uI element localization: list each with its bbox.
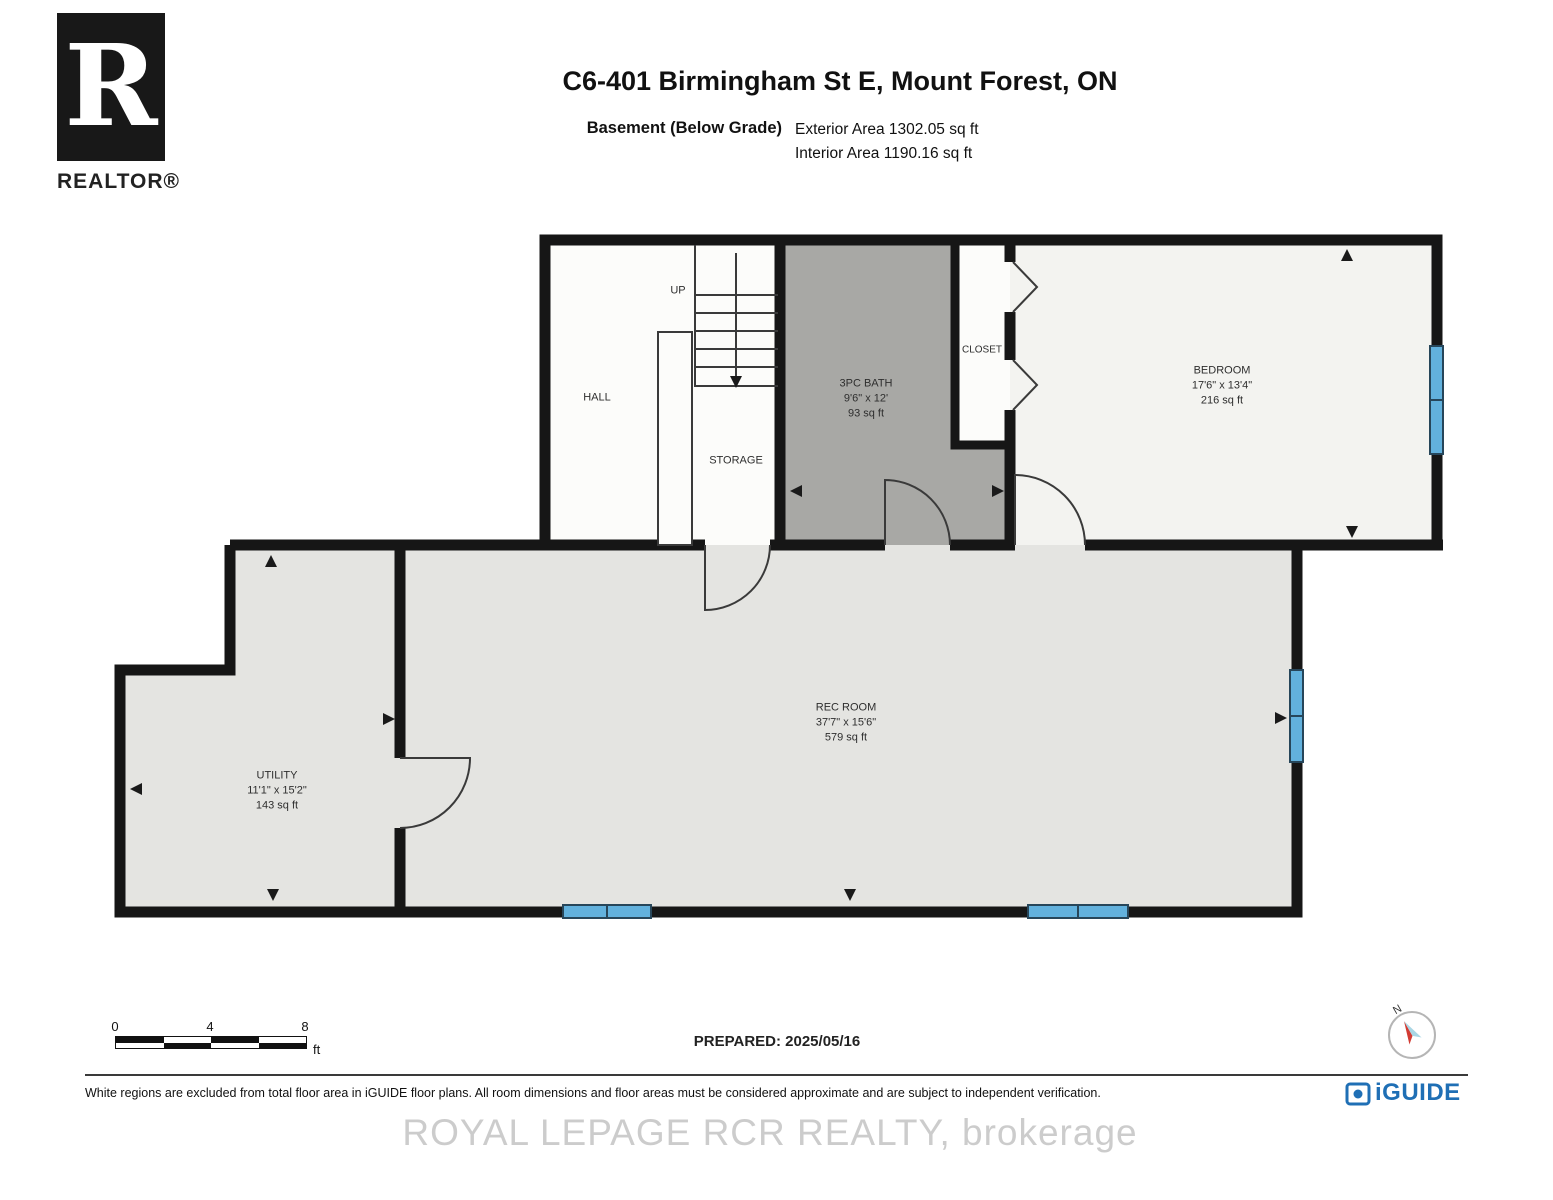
room-label-bedroom: BEDROOM 17'6" x 13'4" 216 sq ft	[1191, 364, 1253, 407]
arrow-icon	[1346, 526, 1358, 538]
realtor-wordmark: REALTOR®	[57, 170, 181, 193]
room-label-rec-room: REC ROOM 37'7" x 15'6" 579 sq ft	[815, 701, 877, 744]
brokerage-watermark: ROYAL LEPAGE RCR REALTY, brokerage	[402, 1112, 1138, 1153]
closet-bifold-doors	[1012, 261, 1039, 411]
wall-arrows	[130, 249, 1358, 901]
arrow-icon	[267, 889, 279, 901]
arrow-icon	[790, 485, 802, 497]
arrow-icon	[265, 555, 277, 567]
interior-area: Interior Area 1190.16 sq ft	[795, 145, 973, 162]
room-label-storage: STORAGE	[709, 454, 763, 467]
realtor-letter: R	[64, 21, 158, 152]
room-label-stairs-up: UP	[670, 284, 686, 297]
rec-room-fill	[400, 545, 1297, 912]
utility-fill	[120, 545, 400, 912]
room-label-closet: CLOSET	[961, 344, 1003, 356]
windows	[562, 345, 1444, 919]
room-label-utility: UTILITY 11'1" x 15'2" 143 sq ft	[247, 769, 307, 812]
arrow-icon	[992, 485, 1004, 497]
area-summary: Exterior Area 1302.05 sq ft Interior Are…	[795, 118, 979, 166]
realtor-logo: R REALTOR®	[57, 13, 180, 194]
scale-tick-0: 0	[111, 1019, 119, 1034]
arrow-icon	[1341, 249, 1353, 261]
utility-door-swing	[399, 757, 472, 829]
arrow-icon	[130, 783, 142, 795]
prepared-date: PREPARED: 2025/05/16	[693, 1033, 861, 1050]
stair-half-wall	[657, 331, 693, 546]
footer-divider	[85, 1074, 1468, 1076]
arrow-icon	[1275, 712, 1287, 724]
realtor-r-mark: R	[57, 13, 165, 161]
hall-door-swing	[704, 544, 771, 612]
scale-tick-4: 4	[206, 1019, 214, 1034]
bedroom-door-swing	[1014, 473, 1086, 546]
iguide-camera-icon	[1345, 1082, 1371, 1106]
room-label-hall: HALL	[583, 391, 611, 404]
page-title: C6-401 Birmingham St E, Mount Forest, ON	[562, 66, 1118, 96]
floor-label: Basement (Below Grade)	[586, 119, 782, 137]
compass-needle-icon	[1404, 1021, 1413, 1045]
stair-direction-arrow-icon	[730, 376, 742, 388]
exterior-area: Exterior Area 1302.05 sq ft	[795, 121, 979, 138]
arrow-icon	[383, 713, 395, 725]
closet-fill	[955, 240, 1010, 445]
stairwell-border	[694, 245, 778, 387]
disclaimer-text: White regions are excluded from total fl…	[85, 1086, 1101, 1100]
outer-wall-lower	[114, 545, 1303, 918]
scale-unit-label: ft	[313, 1042, 321, 1057]
compass: N	[1388, 1003, 1436, 1059]
bedroom-fill	[1010, 240, 1437, 545]
arrow-icon	[844, 889, 856, 901]
room-label-bath: 3PC BATH 9'6" x 12' 93 sq ft	[839, 377, 893, 420]
bath-door-swing	[884, 478, 951, 546]
closet-wall	[950, 240, 1010, 450]
iguide-wordmark: iGUIDE	[1375, 1079, 1461, 1106]
iguide-logo: iGUIDE	[1341, 1079, 1461, 1107]
scale-bar	[115, 1036, 307, 1049]
scale-tick-8: 8	[301, 1019, 309, 1034]
